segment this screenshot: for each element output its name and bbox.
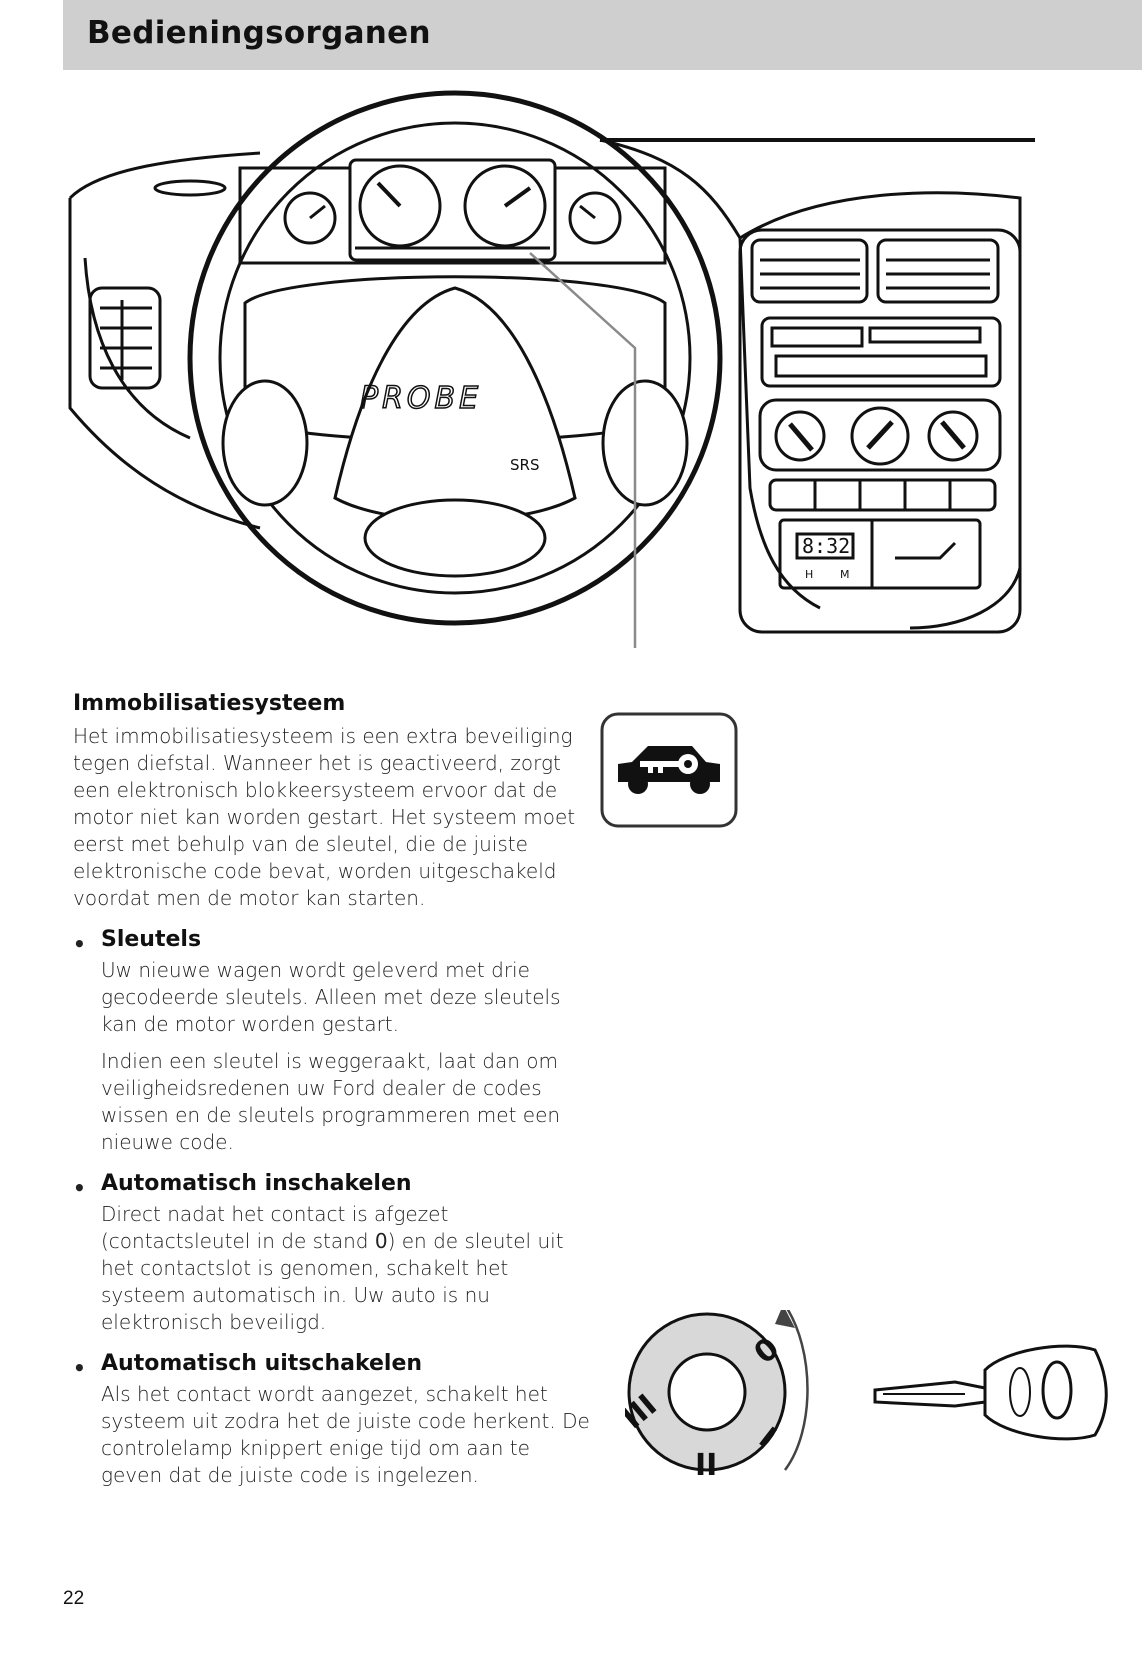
clock-button-hours: H [805,568,813,581]
bullet-paragraph: Direct nadat het contact is afgezet (con… [101,1202,564,1334]
page-header: Bedieningsorganen [63,0,1142,70]
bullet-dot: • [73,1176,86,1200]
bullet-dot: • [73,932,86,956]
bullet-dot: • [73,1356,86,1380]
bullet-keys: • Sleutels Uw nieuwe wagen wordt gelever… [73,926,593,1156]
page-number: 22 [63,1588,85,1609]
dashboard-illustration: 8:32 H M PROBE SRS [68,90,1035,648]
bullet-auto-disarm: • Automatisch uitschakelen Als het conta… [73,1350,593,1489]
key-icon [873,1344,1108,1441]
section-title: Immobilisatiesysteem [73,691,346,716]
bullet-title: Automatisch inschakelen [101,1171,412,1196]
bullet-paragraph: Uw nieuwe wagen wordt geleverd met drie … [101,958,561,1036]
bullet-auto-arm: • Automatisch inschakelen Direct nadat h… [73,1170,593,1336]
probe-logo: PROBE [360,381,482,416]
ignition-switch-and-key: 0 I II III [625,1310,1108,1483]
ignition-position-zero: 0 [374,1229,388,1253]
bullet-paragraph: Als het contact wordt aangezet, schakelt… [101,1382,590,1487]
bullet-title: Automatisch uitschakelen [101,1351,423,1376]
clock-button-minutes: M [840,568,850,581]
steering-wheel [187,90,723,626]
bullet-title: Sleutels [101,927,202,952]
ignition-switch [627,1310,809,1472]
bullet-paragraph: Indien een sleutel is weggeraakt, laat d… [101,1049,561,1154]
section-intro: Het immobilisatiesysteem is een extra be… [73,724,576,910]
center-console [738,228,1022,634]
srs-label: SRS [510,456,539,474]
immobilizer-section: Immobilisatiesysteem Het immobilisatiesy… [73,690,593,1489]
ignition-position-II: II [695,1448,717,1483]
left-air-vent [88,286,162,390]
immobilizer-warning-lamp-icon [600,712,738,828]
clock-display: 8:32 [802,534,850,558]
page-title: Bedieningsorganen [87,15,431,51]
instrument-cluster [238,158,667,265]
